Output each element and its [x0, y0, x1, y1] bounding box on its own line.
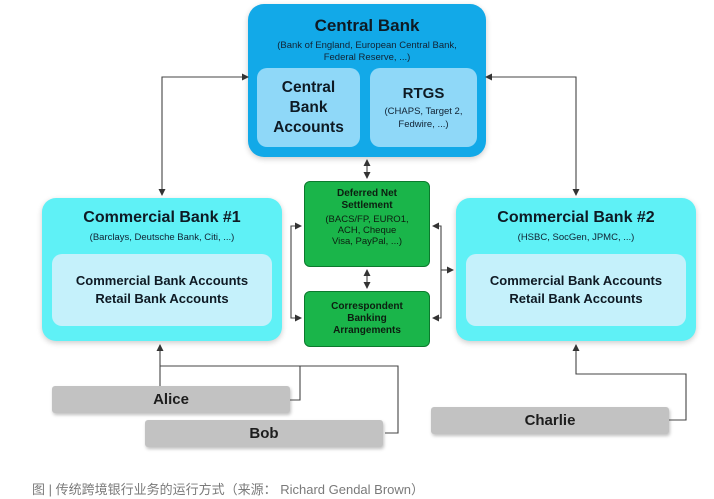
connector-lines [156, 73, 687, 434]
commercial-bank-2-line2: Retail Bank Accounts [509, 291, 643, 306]
commercial-bank-2-line1: Commercial Bank Accounts [489, 273, 663, 288]
person-charlie-label: Charlie [524, 412, 576, 429]
person-bob-label: Bob [249, 425, 279, 442]
rtgs-box: RTGS (CHAPS, Target 2, Fedwire, ...) [370, 68, 477, 147]
line-alice-right [290, 366, 301, 401]
person-alice-label: Alice [153, 391, 189, 408]
commercial-bank-2-subtitle: (HSBC, SocGen, JPMC, ...) [517, 232, 635, 243]
rtgs-subtitle: (CHAPS, Target 2, Fedwire, ...) [384, 105, 463, 130]
line-cb2-to-dns [432, 222, 442, 322]
dns-subtitle: (BACS/FP, EURO1, ACH, Cheque Visa, PayPa… [305, 214, 429, 247]
dns-sub-line3: Visa, PayPal, ...) [331, 236, 403, 247]
commercial-bank-1-line2: Retail Bank Accounts [95, 291, 229, 306]
person-alice: Alice [52, 386, 290, 413]
dns-title-line2: Settlement [341, 200, 393, 211]
commercial-bank-1-subtitle: (Barclays, Deutsche Bank, Citi, ...) [89, 232, 235, 243]
line-charlie-to-cb2 [572, 344, 687, 421]
line-central-to-cb1 [158, 73, 249, 196]
commercial-bank-2-accounts: Commercial Bank Accounts Retail Bank Acc… [466, 254, 686, 326]
line-cb1-to-dns [290, 222, 302, 322]
line-central-to-cb2 [485, 73, 580, 196]
commercial-bank-1-accounts: Commercial Bank Accounts Retail Bank Acc… [52, 254, 272, 326]
commercial-bank-1-box: Commercial Bank #1 (Barclays, Deutsche B… [42, 198, 282, 341]
commercial-bank-1-line1: Commercial Bank Accounts [75, 273, 249, 288]
central-bank-accounts-line1: Central [281, 78, 336, 96]
correspondent-line3: Arrangements [333, 325, 401, 336]
rtgs-title: RTGS [402, 84, 445, 102]
dns-title-line1: Deferred Net [336, 188, 398, 199]
person-bob: Bob [145, 420, 383, 447]
central-bank-subtitle: (Bank of England, European Central Bank,… [277, 40, 457, 63]
commercial-bank-1-title: Commercial Bank #1 [83, 209, 241, 226]
person-charlie: Charlie [431, 407, 669, 434]
line-bob-to-cb1 [160, 365, 399, 434]
dns-title: Deferred Net Settlement [305, 188, 429, 212]
commercial-bank-2-title: Commercial Bank #2 [497, 209, 655, 226]
correspondent-line2: Banking [347, 313, 387, 324]
banking-diagram: Central Bank (Bank of England, European … [42, 4, 696, 447]
commercial-bank-2-box: Commercial Bank #2 (HSBC, SocGen, JPMC, … [456, 198, 696, 341]
correspondent-banking-box: Correspondent Banking Arrangements [304, 291, 430, 347]
central-bank-accounts-line3: Accounts [273, 118, 344, 136]
deferred-net-settlement-box: Deferred Net Settlement (BACS/FP, EURO1,… [304, 181, 430, 267]
dns-sub-line1: (BACS/FP, EURO1, [325, 214, 409, 225]
central-bank-accounts-line2: Bank [289, 98, 328, 116]
central-bank-title: Central Bank [314, 16, 420, 35]
central-bank-accounts-box: Central Bank Accounts [257, 68, 360, 147]
figure-caption: 图 | 传统跨境银行业务的运行方式（来源： Richard Gendal Bro… [32, 482, 424, 497]
dns-sub-line2: ACH, Cheque [337, 225, 397, 236]
correspondent-line1: Correspondent [331, 301, 403, 312]
